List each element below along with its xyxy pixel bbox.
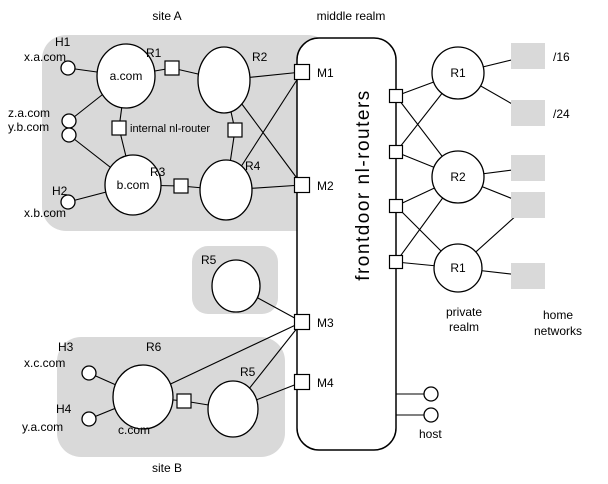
internal-nl-router-label: internal nl-router xyxy=(130,123,210,135)
private-router-r1-top-circle xyxy=(431,46,485,100)
private-router-r2-label: R2 xyxy=(450,170,466,184)
router-r1-label: R1 xyxy=(146,46,162,60)
router-r5-top-ellipse xyxy=(211,259,261,313)
frontdoor-right-square-2 xyxy=(388,144,404,160)
frontdoor-m4-square xyxy=(293,373,311,391)
m1-label: M1 xyxy=(317,66,334,80)
h1-label: H1 xyxy=(55,35,71,49)
middle-realm-title: middle realm xyxy=(317,9,386,23)
router-r5-bottom-label: R5 xyxy=(240,365,256,379)
home-network-5-square xyxy=(511,263,545,289)
host-top-circle xyxy=(423,386,439,402)
middle-realm-region xyxy=(296,37,397,451)
hostname-x-c-com: x.c.com xyxy=(24,356,65,370)
private-router-r2-circle xyxy=(431,150,485,204)
host-h4-circle xyxy=(81,411,97,427)
h3-label: H3 xyxy=(58,340,74,354)
site-b-link-square xyxy=(176,393,192,409)
host-h1-circle xyxy=(60,60,76,76)
host-z-a-com-circle xyxy=(61,113,77,129)
internal-nl-router-square xyxy=(111,120,127,136)
private-realm-title-line2: realm xyxy=(449,320,479,334)
network-c-com-ellipse xyxy=(112,364,174,430)
frontdoor-right-square-1 xyxy=(388,88,404,104)
home-network-24-label: /24 xyxy=(553,107,570,121)
router-r1-square xyxy=(164,60,180,76)
router-r5-bottom-ellipse xyxy=(207,380,259,438)
m3-label: M3 xyxy=(317,316,334,330)
hostname-y-b-com: y.b.com xyxy=(8,120,49,134)
internal-link-square xyxy=(227,122,243,138)
site-a-title: site A xyxy=(152,9,181,23)
router-r3-square xyxy=(173,178,189,194)
h4-label: H4 xyxy=(56,402,72,416)
router-r6-label: R6 xyxy=(146,340,162,354)
home-network-3-square xyxy=(511,155,545,181)
frontdoor-nl-routers-label: frontdoor nl-routers xyxy=(353,89,374,281)
host-y-b-com-circle xyxy=(61,127,77,143)
router-r5-top-label: R5 xyxy=(201,253,217,267)
frontdoor-m2-square xyxy=(293,176,311,194)
router-r2-label: R2 xyxy=(252,50,268,64)
home-network-16-label: /16 xyxy=(553,50,570,64)
network-c-com-label: c.com xyxy=(118,423,150,437)
hostname-x-a-com: x.a.com xyxy=(24,50,66,64)
host-h2-circle xyxy=(60,194,76,210)
hostname-x-b-com: x.b.com xyxy=(24,206,66,220)
host-bottom-circle xyxy=(423,407,439,423)
private-router-r1-bottom-label: R1 xyxy=(450,261,466,275)
network-b-com-label: b.com xyxy=(117,178,150,192)
network-a-com-ellipse xyxy=(96,43,156,109)
m2-label: M2 xyxy=(317,179,334,193)
h2-label: H2 xyxy=(52,184,68,198)
frontdoor-m3-square xyxy=(293,313,311,331)
router-r4-label: R4 xyxy=(245,159,261,173)
home-network-4-square xyxy=(511,192,545,218)
private-router-r1-bottom-circle xyxy=(433,243,483,293)
hostname-y-a-com: y.a.com xyxy=(22,420,63,434)
router-r2-ellipse xyxy=(197,46,251,114)
host-h3-circle xyxy=(81,365,97,381)
frontdoor-m1-square xyxy=(293,63,311,81)
private-realm-title-line1: private xyxy=(446,305,482,319)
frontdoor-right-square-3 xyxy=(388,198,404,214)
frontdoor-right-square-4 xyxy=(388,254,404,270)
home-network-24-square xyxy=(511,100,545,126)
hostname-z-a-com: z.a.com xyxy=(8,106,50,120)
host-label: host xyxy=(419,427,442,441)
home-networks-title-line1: home xyxy=(543,308,573,322)
router-r4-ellipse xyxy=(199,159,253,221)
home-network-16-square xyxy=(511,43,545,69)
home-networks-title-line2: networks xyxy=(534,324,582,338)
network-a-com-label: a.com xyxy=(110,69,143,83)
m4-label: M4 xyxy=(317,376,334,390)
site-b-title: site B xyxy=(152,461,182,475)
router-r3-label: R3 xyxy=(150,165,166,179)
private-router-r1-top-label: R1 xyxy=(450,66,466,80)
network-b-com-ellipse xyxy=(104,154,162,216)
